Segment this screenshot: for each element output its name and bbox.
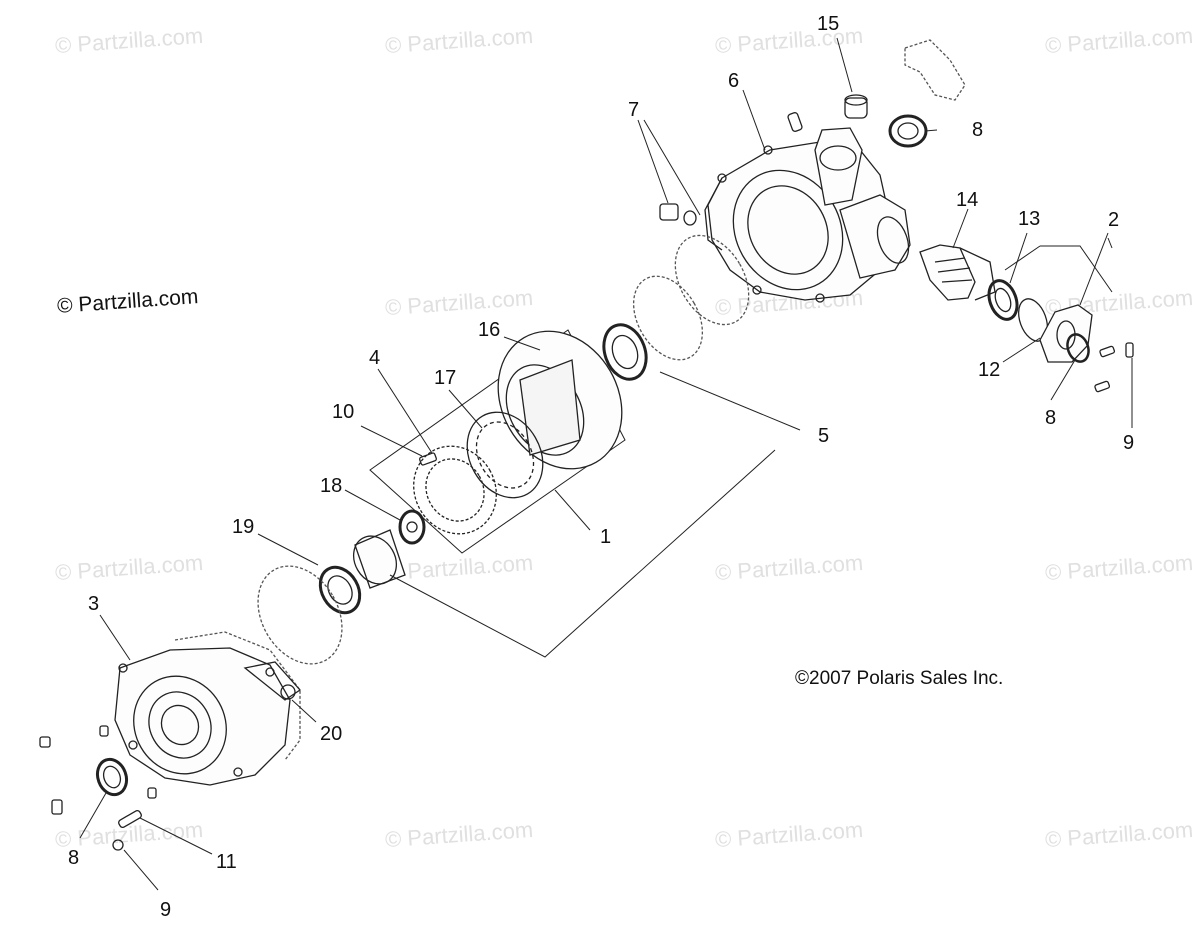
shim-ring-part bbox=[674, 234, 750, 326]
pinion-shaft-part bbox=[919, 244, 996, 301]
bolt-right-parts bbox=[1094, 342, 1134, 393]
callout-3: 3 bbox=[88, 593, 100, 615]
callout-4: 4 bbox=[369, 347, 381, 369]
plug-part bbox=[844, 94, 868, 119]
bolt-left-parts bbox=[39, 725, 157, 815]
callout-8-lower: 8 bbox=[68, 847, 80, 869]
callout-6: 6 bbox=[728, 70, 740, 92]
seal-lower-part bbox=[95, 757, 129, 797]
output-hub-part bbox=[352, 529, 406, 589]
group-bracket-line bbox=[389, 449, 776, 658]
callout-8-right: 8 bbox=[1045, 407, 1057, 429]
vent-part bbox=[243, 661, 301, 701]
callout-9-lower: 9 bbox=[160, 899, 172, 921]
vent-hose-part bbox=[904, 39, 966, 101]
seal-upper-part bbox=[888, 114, 928, 148]
callout-19: 19 bbox=[232, 516, 255, 538]
callout-17: 17 bbox=[434, 367, 457, 389]
washer-part bbox=[112, 839, 124, 851]
armature-plate-part bbox=[466, 411, 544, 499]
drain-plug-part bbox=[659, 203, 697, 226]
callout-10: 10 bbox=[332, 401, 355, 423]
copyright-notice: ©2007 Polaris Sales Inc. bbox=[795, 668, 1004, 689]
callout-14: 14 bbox=[956, 189, 979, 211]
dowel-pin-part bbox=[118, 809, 142, 829]
callout-5: 5 bbox=[818, 425, 830, 447]
callout-12: 12 bbox=[978, 359, 1001, 381]
callout-7: 7 bbox=[628, 99, 640, 121]
main-housing-part bbox=[704, 127, 911, 303]
small-bearing-part bbox=[398, 509, 426, 545]
callout-1: 1 bbox=[600, 526, 612, 548]
callout-2: 2 bbox=[1108, 209, 1120, 231]
callout-9-right: 9 bbox=[1123, 432, 1135, 454]
bearing-part bbox=[602, 323, 648, 381]
callout-11: 11 bbox=[216, 851, 237, 873]
callout-15: 15 bbox=[817, 13, 840, 35]
cover-plate-part bbox=[1039, 304, 1093, 363]
roll-cage-part bbox=[413, 445, 497, 535]
cover-housing-part bbox=[114, 631, 301, 786]
callout-8-upper: 8 bbox=[972, 119, 984, 141]
seal-right-part bbox=[1066, 333, 1090, 363]
callout-16: 16 bbox=[478, 319, 501, 341]
callout-18: 18 bbox=[320, 475, 343, 497]
leader-lines bbox=[79, 37, 1133, 891]
pinion-bearing-part bbox=[987, 279, 1019, 321]
shim-ring-part bbox=[632, 275, 704, 361]
ring-gear-part bbox=[497, 330, 623, 470]
pin-part bbox=[419, 452, 437, 466]
callout-20: 20 bbox=[320, 723, 343, 745]
output-bearing-part bbox=[318, 565, 362, 615]
gasket-part bbox=[257, 565, 343, 665]
callout-13: 13 bbox=[1018, 208, 1041, 230]
vent-fitting-part bbox=[787, 112, 803, 132]
